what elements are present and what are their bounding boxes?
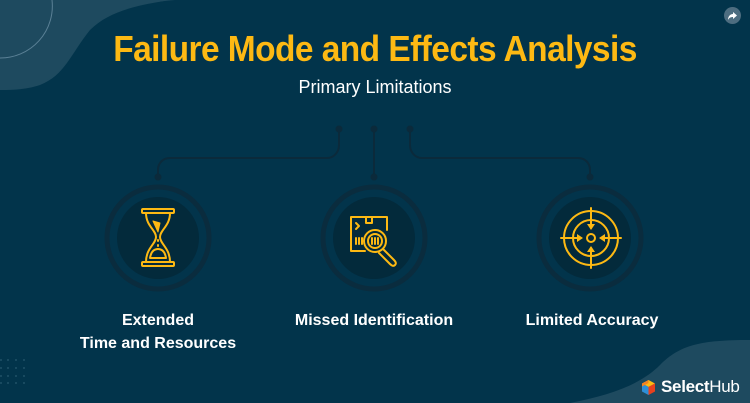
item-label-line1: Extended — [121, 312, 194, 329]
decorative-arc — [0, 0, 53, 59]
share-button[interactable] — [724, 7, 741, 24]
item-label-limited-accuracy: Limited Accuracy — [482, 309, 702, 332]
brand-name: SelectHub — [661, 377, 740, 396]
dot-grid — [0, 359, 25, 384]
target-arrowheads — [577, 224, 605, 252]
share-icon — [728, 11, 737, 20]
item-label-line1: Missed Identification — [294, 312, 454, 329]
selecthub-logo: SelectHub — [640, 377, 740, 397]
item-label-missed-identification: Missed Identification — [264, 309, 484, 332]
selecthub-cube-icon — [642, 379, 655, 395]
connector-lines — [157, 129, 591, 177]
bottom-right-blob — [570, 340, 750, 403]
page-subtitle: Primary Limitations — [298, 77, 452, 97]
box-magnifier-icon — [350, 216, 397, 267]
page-title: Failure Mode and Effects Analysis — [113, 28, 637, 69]
hourglass-icon — [141, 208, 175, 267]
item-label-line2: Time and Resources — [79, 335, 237, 352]
item-label-line1: Limited Accuracy — [525, 312, 659, 329]
connector-dots — [154, 125, 594, 181]
item-label-extended-time: Extended Time and Resources — [48, 309, 268, 355]
